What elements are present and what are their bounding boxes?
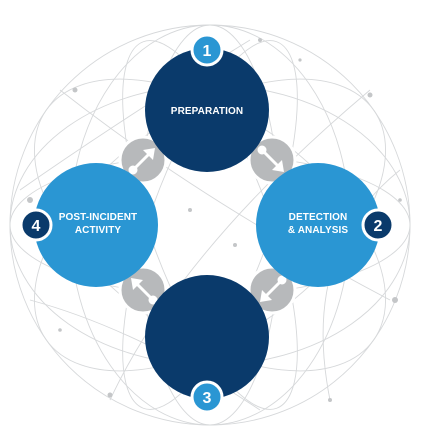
network-node	[398, 198, 402, 202]
phase-label-line-2: ACTIVITY	[75, 225, 122, 236]
connector-containment-to-post-incident	[118, 265, 168, 315]
network-node	[27, 197, 33, 203]
phase-3	[145, 275, 269, 399]
phase-label-line-2: & ANALYSIS	[288, 225, 349, 236]
badge-number: 4	[32, 218, 41, 235]
phase-3-number-badge: 3	[190, 380, 224, 414]
network-node-dots	[27, 38, 402, 402]
phase-4-number-badge: 4	[19, 208, 53, 242]
badge-number: 1	[203, 43, 212, 60]
phase-1-preparation: PREPARATION	[145, 48, 269, 172]
phase-1-number-badge: 1	[190, 33, 224, 67]
network-node	[188, 208, 192, 212]
network-node	[367, 92, 373, 98]
badge-number: 2	[374, 218, 383, 235]
badge-circle	[361, 208, 395, 242]
phase-circle	[145, 275, 269, 399]
network-node	[258, 38, 262, 42]
network-node	[72, 87, 78, 93]
arrow-up-left-icon	[131, 278, 158, 305]
network-node	[298, 58, 302, 62]
connector-post-incident-to-preparation	[118, 135, 168, 185]
arrow-down-right-icon	[257, 145, 284, 172]
phase-circle	[145, 48, 269, 172]
network-link	[109, 89, 371, 401]
phase-label-line-1: POST-INCIDENT	[59, 212, 138, 223]
network-node	[107, 392, 113, 398]
arrow-down-left-icon	[260, 275, 287, 302]
phase-circle	[34, 163, 158, 287]
badge-circle	[19, 208, 53, 242]
phase-circle	[256, 163, 380, 287]
connector-preparation-to-detection	[247, 135, 297, 185]
badge-circle	[190, 380, 224, 414]
phase-2-detection-analysis: DETECTION & ANALYSIS	[256, 163, 380, 287]
globe-orbit-line	[33, 78, 387, 372]
network-node	[58, 328, 62, 332]
badge-circle	[190, 33, 224, 67]
network-node	[328, 398, 332, 402]
phase-label-line-1: DETECTION	[289, 212, 348, 223]
globe-orbit-line	[33, 78, 387, 372]
connector-detection-to-containment	[247, 265, 297, 315]
network-node	[392, 297, 398, 303]
phase-label: PREPARATION	[171, 106, 243, 117]
phase-2-number-badge: 2	[361, 208, 395, 242]
arrow-up-right-icon	[128, 148, 155, 175]
network-node	[233, 243, 237, 247]
badge-number: 3	[203, 390, 212, 407]
phase-4-post-incident-activity: POST-INCIDENT ACTIVITY	[34, 163, 158, 287]
